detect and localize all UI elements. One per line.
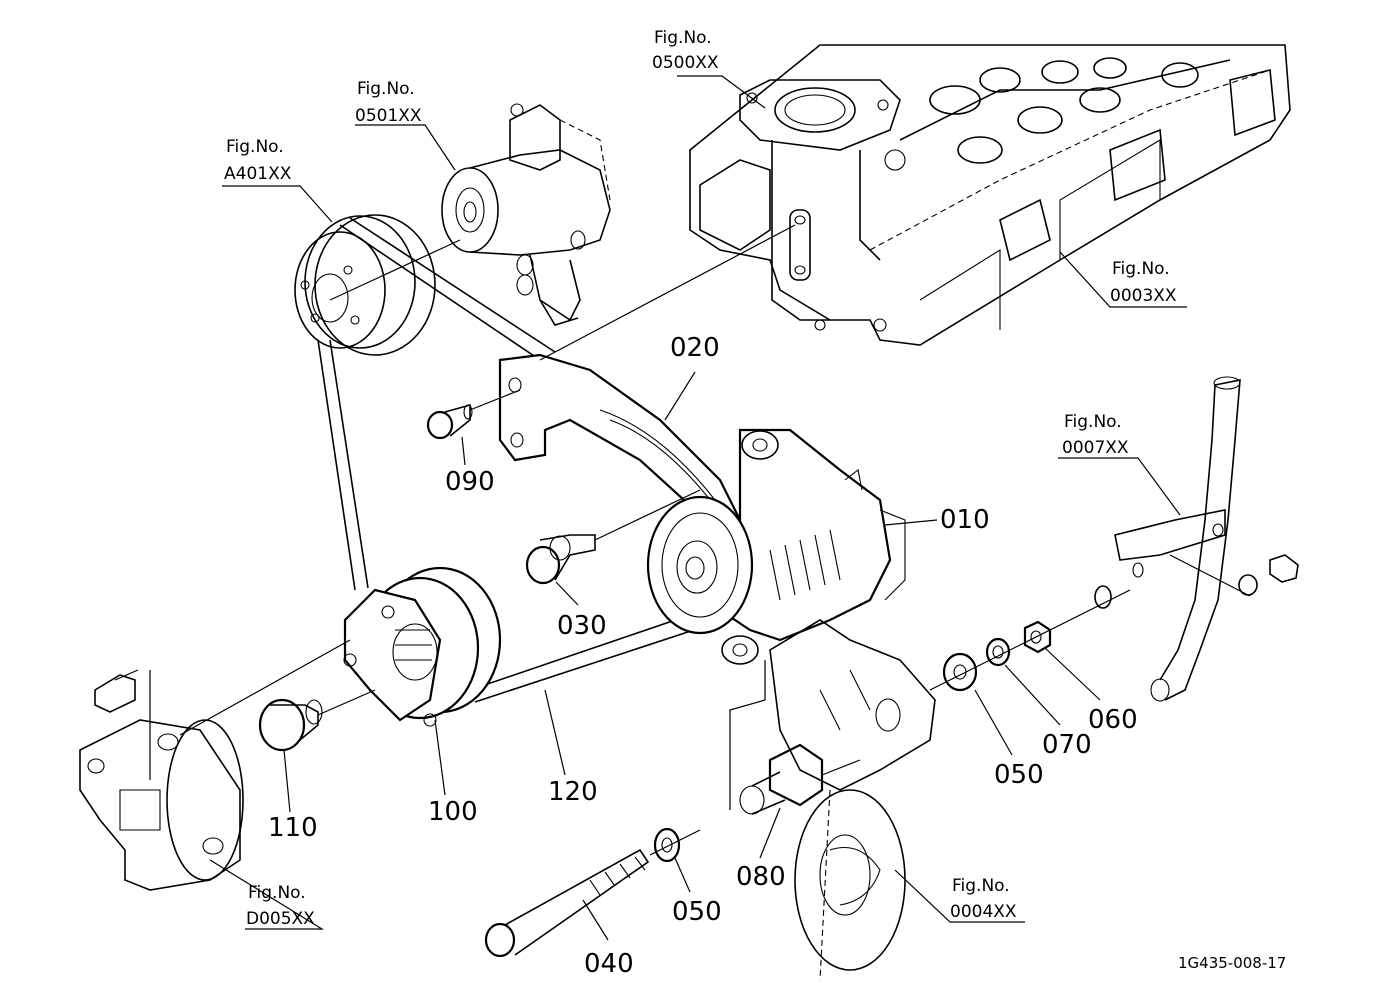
bolt-090-drawing — [426, 403, 473, 440]
spacer-080-drawing — [739, 743, 824, 815]
crankshaft-flange-drawing — [79, 669, 244, 891]
part-label-050-upper: 050 — [994, 760, 1044, 790]
part-label-080: 080 — [736, 862, 786, 892]
figref-0003-prefix: Fig.No. — [1112, 259, 1170, 279]
part-label-120: 120 — [548, 777, 598, 807]
figref-0004: Fig.No. 0004XX — [950, 876, 1017, 922]
figref-0004-prefix: Fig.No. — [952, 876, 1010, 896]
nut-060-drawing — [1023, 620, 1052, 654]
part-label-040: 040 — [584, 949, 634, 979]
figref-0501-number: 0501XX — [355, 106, 422, 126]
figref-d005-prefix: Fig.No. — [248, 883, 306, 903]
figref-0003: Fig.No. 0003XX — [1110, 259, 1177, 306]
document-id: 1G435-008-17 — [1178, 954, 1286, 972]
part-label-060: 060 — [1088, 705, 1138, 735]
fan-pulley-drawing — [294, 214, 436, 356]
oil-pump-housing-drawing — [769, 619, 936, 981]
part-label-020: 020 — [670, 333, 720, 363]
part-label-050-lower: 050 — [672, 897, 722, 927]
figref-a401-number: A401XX — [224, 164, 292, 184]
figref-a401-prefix: Fig.No. — [226, 137, 284, 157]
part-label-010: 010 — [940, 505, 990, 535]
figref-0500: Fig.No. 0500XX — [652, 28, 719, 73]
figref-0007: Fig.No. 0007XX — [1062, 412, 1129, 458]
washer-050-lower-drawing — [653, 827, 681, 863]
part-label-030: 030 — [557, 611, 607, 641]
figref-0007-prefix: Fig.No. — [1064, 412, 1122, 432]
part-label-100: 100 — [428, 797, 478, 827]
v-belt-drawing — [317, 217, 701, 703]
part-label-110: 110 — [268, 813, 318, 843]
alternator-010-drawing — [646, 428, 906, 665]
part-label-090: 090 — [445, 467, 495, 497]
dipstick-guide-drawing — [1094, 376, 1299, 702]
cylinder-head-drawing — [689, 44, 1291, 346]
crank-pulley-100-drawing — [343, 566, 502, 727]
figref-0500-prefix: Fig.No. — [654, 28, 712, 48]
figref-0501-prefix: Fig.No. — [357, 79, 415, 99]
part-label-070: 070 — [1042, 730, 1092, 760]
water-pump-drawing — [441, 103, 611, 326]
bolt-040-drawing — [484, 848, 650, 958]
bolt-110-drawing — [258, 698, 323, 752]
figref-d005-number: D005XX — [246, 909, 315, 929]
figref-0500-number: 0500XX — [652, 53, 719, 73]
figref-0007-number: 0007XX — [1062, 438, 1129, 458]
washer-050-upper-drawing — [942, 652, 978, 692]
bolt-030-drawing — [525, 534, 596, 585]
figref-0003-number: 0003XX — [1110, 286, 1177, 306]
figref-a401: Fig.No. A401XX — [224, 137, 292, 184]
figref-0501: Fig.No. 0501XX — [355, 79, 422, 126]
figref-d005: Fig.No. D005XX — [246, 883, 315, 929]
figref-0004-number: 0004XX — [950, 902, 1017, 922]
leader-lines — [149, 75, 1251, 941]
